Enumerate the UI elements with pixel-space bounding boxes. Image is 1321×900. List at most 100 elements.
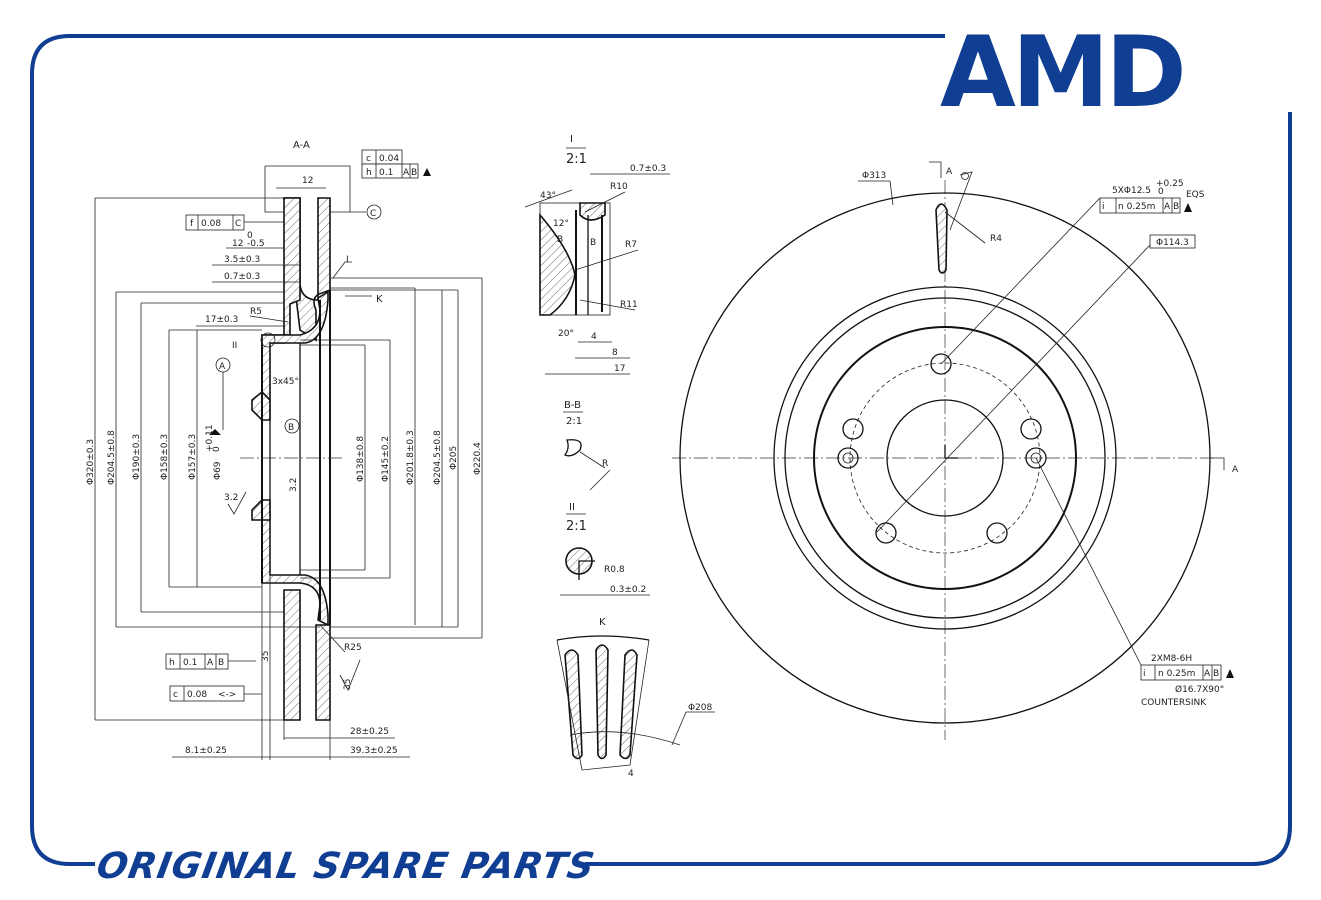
section-aa-d69-tol-low-label: 0 <box>212 446 222 452</box>
circle-outline <box>837 447 859 469</box>
front-view: A A Φ313 R4 5XΦ12.5 +0.25 0 i n 0.25m A … <box>672 161 1239 740</box>
dimension-line <box>579 451 606 469</box>
section-aa-dim-39-3-label: 39.3±0.25 <box>350 746 398 756</box>
diameter-dims-right: Φ138±0.8 Φ145±0.2 Φ201.8±0.3 Φ204.5±0.8 … <box>300 277 483 639</box>
section-aa-width-12-label: 12 <box>302 176 313 186</box>
front-view-section-a1-label: A <box>946 167 953 177</box>
front-view-fcf-threads-datum-b-label: B <box>1213 669 1219 679</box>
section-aa-fcf-runout-datum-b-label: B <box>218 658 224 668</box>
section-aa-fcf-parallel-sym-label: c <box>173 690 178 700</box>
circle-outline <box>842 418 864 440</box>
detail-i-scale-label: 2:1 <box>566 152 587 167</box>
outline-path <box>315 624 331 721</box>
frame-box <box>165 653 229 670</box>
triangle-icon <box>1226 669 1234 678</box>
section-aa-r25-label: R25 <box>344 643 362 653</box>
outline-path <box>564 439 582 457</box>
section-aa-dim-0-7-label: 0.7±0.3 <box>224 272 260 282</box>
diameter-dims-left: Φ320±0.3 Φ204.5±0.8 Φ190±0.3 Φ158±0.3 Φ1… <box>86 197 320 721</box>
section-aa-datum-b-label: B <box>288 423 294 433</box>
detail-ii-dim-0-3-label: 0.3±0.2 <box>610 585 646 595</box>
circle-outline <box>1025 447 1047 469</box>
circle-outline <box>875 522 897 544</box>
section-aa-diameters-left-3-label: Φ158±0.3 <box>160 434 170 480</box>
section-aa-fcf-runout-val-label: 0.1 <box>183 658 197 668</box>
section-aa-dim-12-tol-low-label: -0.5 <box>247 239 265 249</box>
outline-path <box>1210 457 1225 470</box>
hub-top <box>261 290 329 401</box>
detail-ii-scale-label: 2:1 <box>566 519 587 534</box>
section-aa-diameters-right-0-label: Φ138±0.8 <box>356 436 366 482</box>
dimension-line <box>589 469 611 491</box>
section-aa-fcf-top-sym1-label: c <box>366 154 371 164</box>
section-aa-fcf-top-val2-label: 0.1 <box>379 168 393 178</box>
outline-path <box>595 644 609 760</box>
front-view-fcf-threads-val-label: n 0.25m <box>1158 669 1195 679</box>
section-aa-rough-35b-label: 35 <box>343 679 353 690</box>
section-aa-rough-32a-label: 3.2 <box>224 493 238 503</box>
section-aa-r5-label: R5 <box>250 307 262 317</box>
front-view-holes-tol-low-label: 0 <box>1158 187 1164 197</box>
section-aa-fcf-parallel-note-label: <-> <box>218 690 236 700</box>
section-aa-diameters-right-1-label: Φ145±0.2 <box>381 436 391 482</box>
detail-i-angle-43-label: 43° <box>540 191 556 201</box>
front-view-holes-label: 5XΦ12.5 <box>1112 186 1151 196</box>
dimension-line <box>579 299 636 311</box>
section-aa-diameters-left-1-label: Φ204.5±0.8 <box>107 430 117 485</box>
dimension-line <box>944 211 986 244</box>
detail-i-dim-0-7-label: 0.7±0.3 <box>630 164 666 174</box>
section-aa-dim-12-tol-up-label: 0 <box>247 231 253 241</box>
outline-path <box>339 659 361 691</box>
circle-outline <box>773 286 1117 630</box>
detail-i-title-label: I <box>570 134 573 145</box>
section-aa-fcf-runout-sym-label: h <box>169 658 175 668</box>
detail-i-dim-4-label: 4 <box>591 332 597 342</box>
detail-bb-scale-label: 2:1 <box>566 416 582 427</box>
front-view-r4-label: R4 <box>990 234 1002 244</box>
bolt-holes <box>837 353 1047 544</box>
section-aa-fcf-flat-sym-label: f <box>190 219 194 229</box>
section-aa-dim-12-tol-label: 12 <box>232 239 243 249</box>
detail-ii-r0-8-label: R0.8 <box>604 565 625 575</box>
outline-path <box>227 491 247 515</box>
section-aa-fcf-top-val1-label: 0.04 <box>379 154 399 164</box>
section-aa-diameters-right-5-label: Φ220.4 <box>473 442 483 475</box>
section-aa-fcf-flat-datum-label: C <box>235 219 241 229</box>
outline-path <box>935 203 948 274</box>
section-aa-datum-c-label: C <box>370 209 376 219</box>
circle-outline <box>930 353 952 375</box>
brand-logo: AMD <box>940 16 1183 130</box>
outline-path <box>929 161 942 178</box>
section-aa-dim-28-label: 28±0.25 <box>350 727 389 737</box>
front-view-fcf-holes-sym-label: i <box>1102 202 1105 212</box>
front-view-holes-tol-up-label: +0.25 <box>1156 179 1184 189</box>
dimension-line <box>249 315 289 323</box>
section-title: A-A <box>293 140 310 151</box>
section-aa-diameters-right-2-label: Φ201.8±0.3 <box>406 430 416 485</box>
section-aa-diameters-left-2-label: Φ190±0.3 <box>132 434 142 480</box>
section-aa-diameters-left-0-label: Φ320±0.3 <box>86 439 96 485</box>
circle-outline <box>366 204 382 220</box>
frame-box <box>185 214 245 231</box>
front-view-threads-label: 2XM8-6H <box>1151 654 1192 664</box>
triangle-icon <box>423 168 431 176</box>
outline-path <box>949 171 973 231</box>
front-view-pcd-label: Φ114.3 <box>1156 238 1189 248</box>
outline-path <box>564 649 583 760</box>
section-aa-dim-3-5-label: 3.5±0.3 <box>224 255 260 265</box>
border-frame <box>30 34 1292 866</box>
dimension-line <box>940 197 1101 365</box>
section-aa-fcf-top-datum-b-label: B <box>411 168 417 178</box>
section-aa-fcf-runout-datum-a-label: A <box>207 658 214 668</box>
front-view-fcf-threads-sym-label: i <box>1143 669 1146 679</box>
position-tolerance-icon <box>961 172 969 180</box>
circle-outline <box>886 399 1004 517</box>
section-aa-diameters-left-4-label: Φ157±0.3 <box>188 434 198 480</box>
inner-plate-bottom <box>283 589 301 721</box>
outline-path <box>944 445 958 459</box>
dimension-line <box>875 244 1151 534</box>
front-view-d313-label: Φ313 <box>862 171 886 181</box>
section-aa-detail-ii-ref-label: II <box>232 341 237 351</box>
dimension-line <box>1035 457 1142 666</box>
